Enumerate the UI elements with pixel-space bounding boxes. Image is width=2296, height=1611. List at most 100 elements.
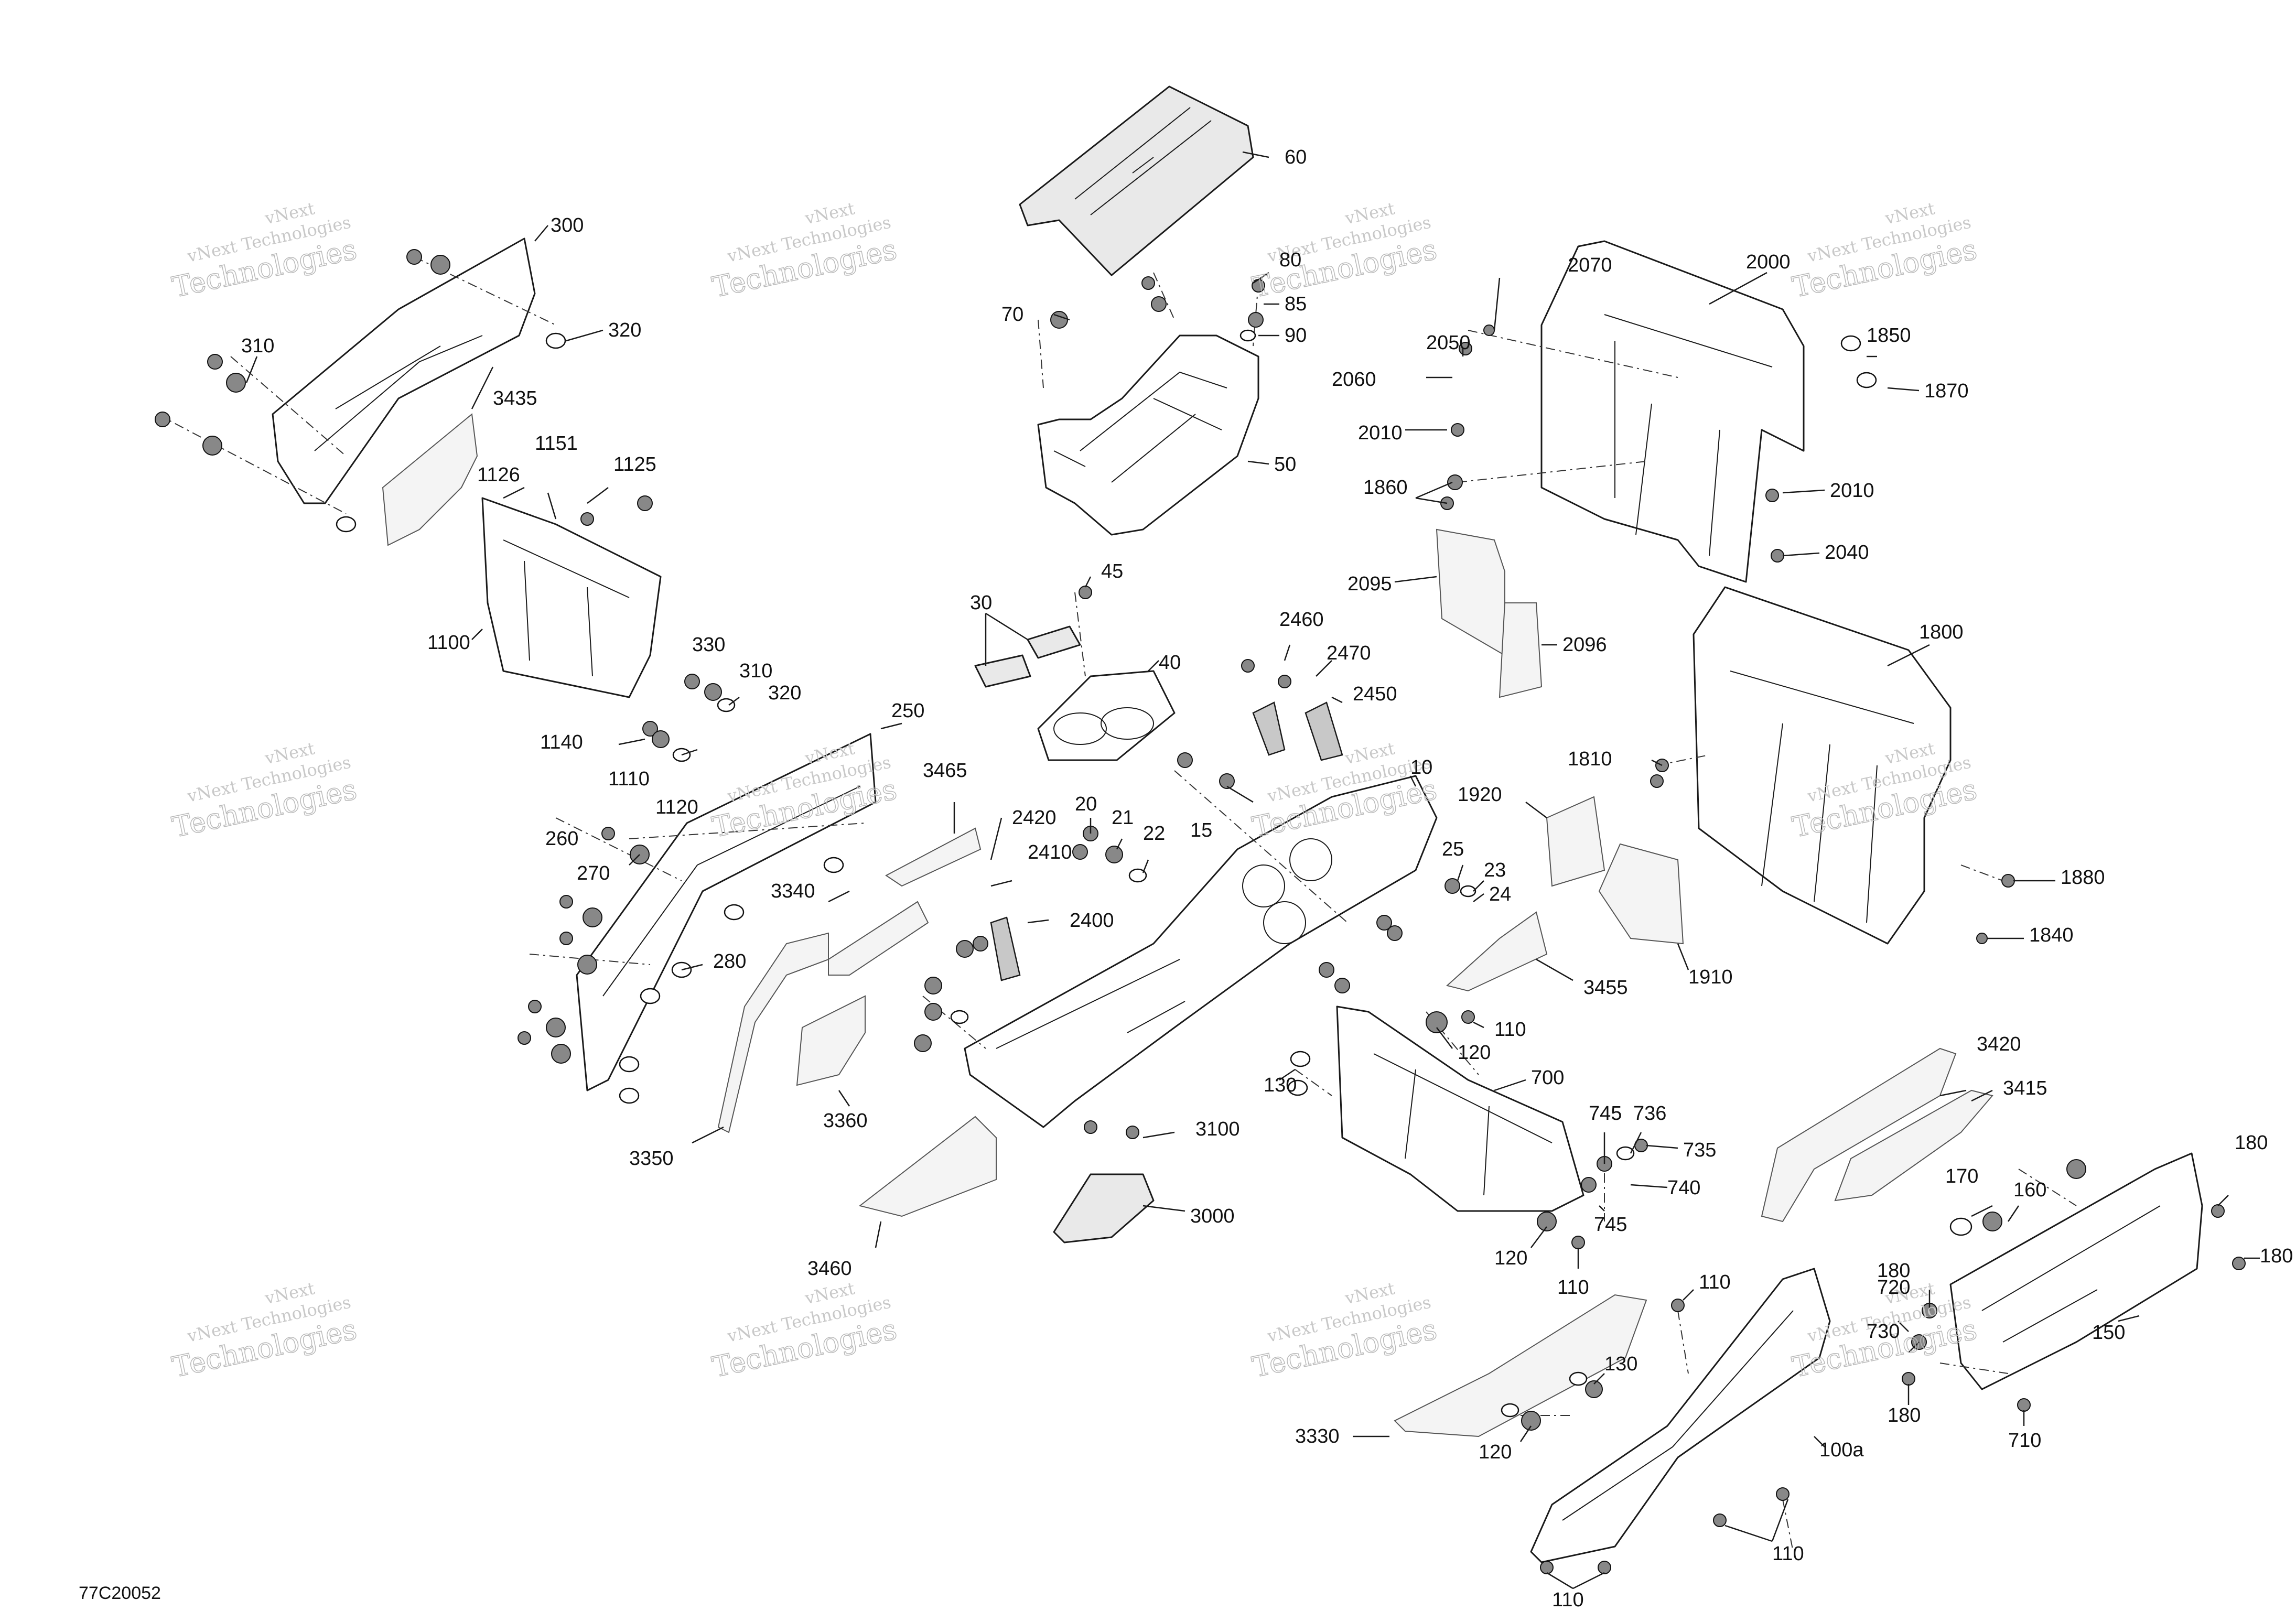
- callout-120-a: 120: [1458, 1042, 1491, 1064]
- callout-110-b: 110: [1557, 1277, 1589, 1299]
- callout-24: 24: [1489, 883, 1511, 905]
- callout-90: 90: [1285, 325, 1307, 347]
- callout-15: 15: [1190, 819, 1212, 841]
- callout-3000: 3000: [1190, 1205, 1235, 1227]
- callout-3350: 3350: [629, 1148, 674, 1170]
- callout-2060: 2060: [1332, 369, 1376, 391]
- part-3455: [1446, 911, 1548, 992]
- callouts: 60 300 80 2070 2000 85 70 320 90 1850 20…: [241, 146, 2293, 1611]
- callout-700: 700: [1531, 1067, 1564, 1089]
- callout-260: 260: [545, 828, 578, 850]
- callout-110-e: 110: [1552, 1589, 1584, 1611]
- figure-id: 77C20052: [79, 1583, 161, 1603]
- callout-3435: 3435: [493, 387, 537, 409]
- part-1910: [1598, 843, 1684, 945]
- part-250-side-rail: [576, 733, 877, 1091]
- callout-150: 150: [2092, 1322, 2125, 1344]
- callout-1910: 1910: [1688, 966, 1733, 988]
- callout-120-b: 120: [1494, 1247, 1527, 1269]
- part-2000-rear-panel: [1540, 240, 1805, 583]
- callout-2000: 2000: [1746, 251, 1791, 273]
- part-3435: [382, 413, 478, 546]
- callout-3420: 3420: [1977, 1033, 2021, 1055]
- part-10-console: [964, 775, 1438, 1128]
- callout-3460: 3460: [807, 1258, 852, 1280]
- callout-730: 730: [1867, 1321, 1900, 1343]
- callout-1125: 1125: [613, 453, 656, 475]
- callout-1120: 1120: [655, 796, 698, 818]
- callout-3340: 3340: [771, 880, 815, 902]
- part-30-clip-b: [974, 654, 1031, 688]
- callout-30: 30: [970, 592, 992, 614]
- callout-2010-b: 2010: [1830, 480, 1874, 502]
- part-3360: [796, 995, 866, 1086]
- part-100a-rail: [1530, 1268, 1831, 1563]
- part-3340: [828, 901, 929, 976]
- callout-1151: 1151: [535, 433, 578, 455]
- part-2096: [1499, 602, 1543, 698]
- callout-180-a: 180: [2235, 1132, 2268, 1154]
- callout-3465: 3465: [923, 760, 967, 782]
- callout-85: 85: [1285, 293, 1307, 315]
- callout-40: 40: [1159, 652, 1181, 674]
- callout-1920: 1920: [1458, 784, 1502, 806]
- part-1920: [1546, 796, 1605, 887]
- callout-745-b: 745: [1594, 1214, 1627, 1236]
- part-60-top-cover: [1019, 85, 1254, 276]
- callout-330: 330: [692, 634, 725, 656]
- callout-60: 60: [1285, 146, 1307, 168]
- callout-1840: 1840: [2029, 924, 2074, 946]
- callout-45: 45: [1101, 560, 1123, 582]
- part-50-storage-bin: [1037, 334, 1259, 536]
- callout-2400: 2400: [1070, 910, 1114, 932]
- part-3460: [858, 1116, 997, 1217]
- callout-2095: 2095: [1348, 573, 1392, 595]
- callout-320: 320: [608, 319, 641, 341]
- part-1800-rear-panel: [1693, 586, 1952, 945]
- callout-25: 25: [1442, 838, 1464, 860]
- callout-3360: 3360: [823, 1110, 868, 1132]
- part-3415: [1834, 1089, 1993, 1202]
- fasteners: [155, 249, 2246, 1574]
- callout-1810: 1810: [1568, 748, 1612, 770]
- callout-300: 300: [551, 214, 584, 236]
- callout-310-a: 310: [241, 335, 274, 357]
- part-700-bracket: [1336, 1005, 1584, 1212]
- callout-180-d: 180: [1888, 1404, 1921, 1426]
- part-150-side-panel: [1949, 1152, 2203, 1390]
- callout-2470: 2470: [1327, 642, 1371, 664]
- callout-2460: 2460: [1279, 609, 1324, 631]
- callout-110-d: 110: [1772, 1543, 1804, 1565]
- callout-1880: 1880: [2061, 867, 2105, 889]
- callout-100a: 100a: [1819, 1439, 1864, 1461]
- callout-180-b: 180: [2260, 1245, 2293, 1267]
- callout-735: 735: [1683, 1139, 1716, 1161]
- callout-70: 70: [1001, 304, 1023, 326]
- callout-720: 720: [1877, 1277, 1910, 1299]
- part-3420: [1761, 1047, 1957, 1223]
- callout-120-c: 120: [1479, 1441, 1512, 1463]
- callout-160: 160: [2013, 1179, 2046, 1201]
- callout-710: 710: [2008, 1430, 2041, 1452]
- callout-320-b: 320: [768, 682, 801, 704]
- callout-2420: 2420: [1012, 807, 1057, 829]
- callout-180-c: 180: [1877, 1260, 1910, 1282]
- callout-1800: 1800: [1919, 621, 1964, 643]
- leader-lines: [245, 151, 2260, 1590]
- part-2400-lever: [990, 916, 1021, 981]
- part-2450-lever-a: [1252, 701, 1286, 756]
- callout-1100: 1100: [427, 632, 470, 654]
- callout-3415: 3415: [2003, 1077, 2047, 1099]
- callout-22: 22: [1143, 823, 1165, 845]
- callout-2410: 2410: [1028, 841, 1072, 863]
- callout-50: 50: [1274, 453, 1296, 475]
- callout-2010-a: 2010: [1358, 422, 1403, 444]
- callout-736: 736: [1633, 1102, 1666, 1125]
- callout-21: 21: [1112, 807, 1134, 829]
- callout-250: 250: [891, 700, 924, 722]
- callout-3330: 3330: [1295, 1425, 1340, 1447]
- callout-80: 80: [1279, 249, 1301, 271]
- callout-23: 23: [1484, 859, 1506, 881]
- callout-170: 170: [1945, 1165, 1978, 1187]
